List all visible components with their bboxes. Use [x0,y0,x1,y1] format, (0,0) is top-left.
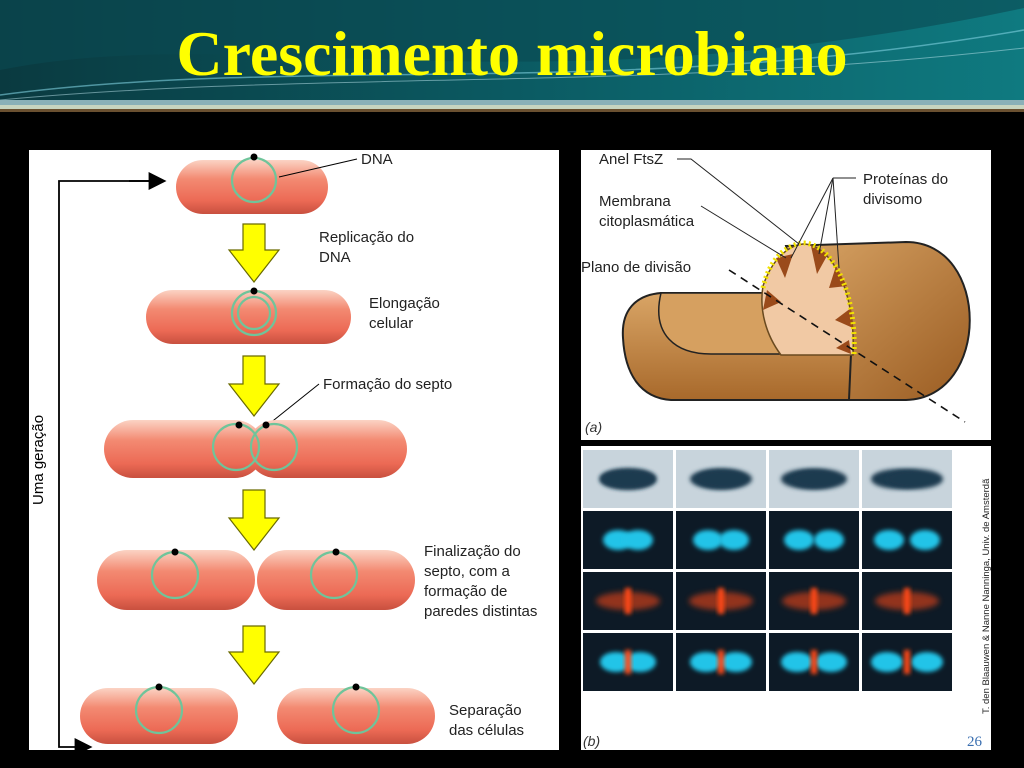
ftsz-ring-fluorescence [904,650,910,674]
cell-stage-1 [176,160,328,214]
slide-number: 26 [967,734,982,750]
divisome-protein-1 [776,254,793,278]
nucleoid-stage-2-inner [236,295,272,331]
nucleoid-stage-3-right [249,422,299,472]
dna-origin-dot [250,153,258,161]
dna-dot-stage-4-right [332,548,340,556]
dna-dot-stage-5-right [352,683,360,691]
nucleoid-fluorescence [720,652,752,672]
header-background [0,0,1024,112]
generation-label: Uma geração [30,415,47,505]
phase-contrast-cell [600,469,656,489]
nucleoid-fluorescence [815,652,847,672]
divisome-protein-2 [811,246,828,274]
stage-arrow-1 [227,223,281,283]
divisome-protein-4 [835,308,853,328]
cell-stage-3-left [104,420,264,478]
slide-header: Crescimento microbiano [0,0,1024,118]
panel-b-tag: (b) [583,733,600,749]
phase-contrast-cell [696,469,752,489]
dna-dot-stage-3-left [235,421,243,429]
micrograph-grid: T. den Blaauwen & Nanne Nanninga, Univ. … [583,450,991,749]
proteins-leader-2 [790,177,834,259]
cell-stage-5-right [277,688,435,744]
nucleoid-fluorescence [623,530,653,550]
ftsz-ring-fluorescence [904,588,910,614]
label-dna: DNA [361,151,393,168]
stage-arrow-3 [227,489,281,551]
ftsz-ring-fluorescence [811,650,817,674]
generation-loop-line [58,180,163,750]
ftsz-ring-fluorescence [625,650,631,674]
ftsz-ring-fluorescence [625,588,631,614]
dna-dot-stage-4-left [171,548,179,556]
dna-dot-stage-5-left [155,683,163,691]
nucleoid-fluorescence [624,652,656,672]
label-septum-formation: Formação do septo [323,376,452,393]
phase-contrast-cell [791,469,847,489]
divisome-protein-6 [836,340,851,354]
proteins-leader-3 [818,177,834,255]
ftsz-leader-line [677,158,800,245]
dna-leader-line [278,158,358,178]
cell-stage-2 [146,290,351,344]
nucleoid-fluorescence [600,652,632,672]
micrograph-cells [583,450,952,691]
panel-a-tag: (a) [585,419,602,435]
stage-arrow-4 [227,625,281,685]
phase-contrast-cell [887,469,943,489]
cell-stage-3-right [247,420,407,478]
nucleoid-fluorescence [781,652,813,672]
micrograph-panel: T. den Blaauwen & Nanne Nanninga, Univ. … [581,446,991,750]
stage-arrow-2 [227,355,281,417]
membrane-leader-line [700,205,787,259]
cell-stage-4-left [97,550,255,610]
slide-title: Crescimento microbiano [176,18,848,89]
nucleoid-fluorescence [910,530,940,550]
nucleoid-fluorescence [690,652,722,672]
nucleoid-fluorescence [874,530,904,550]
micrograph-credit: T. den Blaauwen & Nanne Nanninga, Univ. … [981,478,991,714]
nucleoid-fluorescence [784,530,814,550]
division-plane-line [728,269,966,423]
label-division-plane: Plano de divisão [581,259,691,276]
cell-stage-5-left [80,688,238,744]
ftsz-ring-fluorescence [718,650,724,674]
nucleoid-fluorescence [911,652,943,672]
nucleoid-fluorescence [814,530,844,550]
cell-stage-4-right [257,550,415,610]
nucleoid-fluorescence [719,530,749,550]
ftsz-ring [760,240,857,357]
label-ftsz-ring: Anel FtsZ [599,151,663,168]
divisome-protein-3 [829,266,847,288]
ftsz-ring-fluorescence [811,588,817,614]
nucleoid-fluorescence [871,652,903,672]
nucleoid-fluorescence [693,530,723,550]
dna-dot-stage-3-right [262,421,270,429]
ftsz-ring-fluorescence [718,588,724,614]
proteins-leader-4 [832,177,840,269]
dna-dot-stage-2 [250,287,258,295]
